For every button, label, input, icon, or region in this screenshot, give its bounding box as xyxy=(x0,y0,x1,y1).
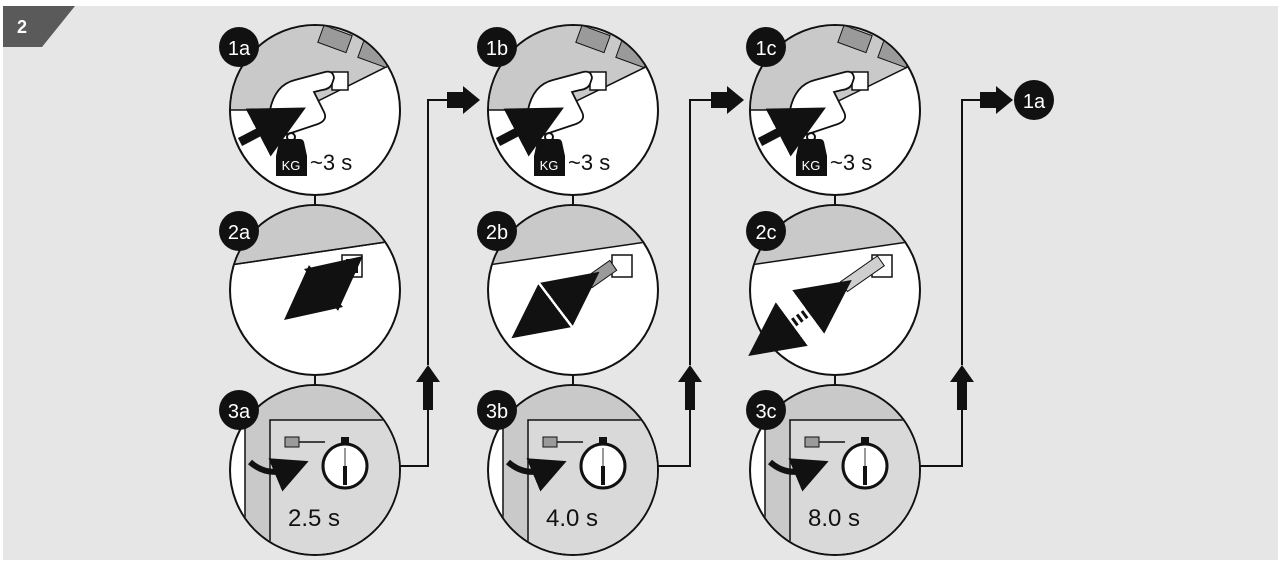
svg-text:2a: 2a xyxy=(228,222,251,244)
flow-arrow-icon xyxy=(980,86,1013,114)
svg-text:KG: KG xyxy=(540,158,559,173)
step-badge: 1c xyxy=(746,27,786,67)
pull-arrow-icon xyxy=(748,280,852,356)
kg-weight-icon: KG xyxy=(534,132,565,176)
svg-text:2b: 2b xyxy=(486,222,508,244)
push-arrow-icon xyxy=(237,107,306,157)
step-badge: 2c xyxy=(746,211,786,251)
wait-time: 4.0 s xyxy=(546,505,598,532)
svg-text:1c: 1c xyxy=(755,38,776,60)
rotate-arrow-icon xyxy=(248,458,309,492)
rotate-arrow-icon xyxy=(768,458,829,492)
flow-arrow-icon xyxy=(678,365,702,410)
svg-text:1a: 1a xyxy=(228,38,251,60)
step-pull-circle xyxy=(748,204,921,376)
svg-text:2c: 2c xyxy=(755,222,776,244)
column-c: KG ~3 s 1c 2c xyxy=(746,24,1054,556)
figure-number-tab xyxy=(3,6,75,47)
press-duration: ~3 s xyxy=(568,150,610,175)
step-badge: 2a xyxy=(219,211,259,251)
step-press-circle: KG ~3 s xyxy=(749,24,921,196)
step-pull-circle xyxy=(229,204,401,376)
step-badge: 3b xyxy=(477,390,517,430)
step-press-circle: KG ~3 s xyxy=(487,24,659,196)
flow-arrow-icon xyxy=(950,365,974,410)
appliance-panel xyxy=(751,26,919,111)
appliance-panel xyxy=(489,26,657,111)
step-badge: 3c xyxy=(746,390,786,430)
appliance-panel xyxy=(231,206,399,266)
appliance-panel xyxy=(231,26,399,111)
appliance-panel xyxy=(489,206,657,266)
flow-line xyxy=(961,99,980,365)
stopwatch-icon xyxy=(579,437,627,490)
appliance-panel xyxy=(751,206,919,266)
kg-weight-icon: KG xyxy=(796,132,827,176)
svg-text:3b: 3b xyxy=(486,401,508,423)
step-wait-circle: 8.0 s xyxy=(749,384,921,556)
step-pull-circle xyxy=(487,204,659,376)
push-arrow-icon xyxy=(757,107,826,157)
press-duration: ~3 s xyxy=(310,150,352,175)
column-b: KG ~3 s 1b 2b xyxy=(477,24,744,556)
svg-text:3c: 3c xyxy=(755,401,776,423)
svg-text:3a: 3a xyxy=(228,401,251,423)
door-button xyxy=(589,71,607,91)
kg-weight-icon: KG xyxy=(276,132,307,176)
step-badge: 3a xyxy=(219,390,259,430)
door-button xyxy=(611,254,633,278)
stopwatch-icon xyxy=(841,437,889,490)
loop-target-badge: 1a xyxy=(1014,80,1054,120)
wait-time: 8.0 s xyxy=(808,505,860,532)
svg-text:1a: 1a xyxy=(1023,91,1046,113)
door-button xyxy=(851,71,869,91)
svg-text:KG: KG xyxy=(802,158,821,173)
flow-arrow-icon xyxy=(416,365,440,410)
door-button xyxy=(331,71,349,91)
flow-arrow-icon xyxy=(447,86,480,114)
wait-time: 2.5 s xyxy=(288,505,340,532)
pull-arrow-icon xyxy=(284,255,363,321)
step-wait-circle: 2.5 s xyxy=(229,384,401,556)
step-badge: 2b xyxy=(477,211,517,251)
flow-line xyxy=(427,99,447,365)
stopwatch-icon xyxy=(321,437,369,490)
press-duration: ~3 s xyxy=(830,150,872,175)
svg-text:KG: KG xyxy=(282,158,301,173)
flow-line xyxy=(689,99,711,365)
push-arrow-icon xyxy=(495,107,564,157)
figure-number: 2 xyxy=(17,17,27,37)
step-badge: 1b xyxy=(477,27,517,67)
svg-text:1b: 1b xyxy=(486,38,508,60)
step-press-circle: KG ~3 s xyxy=(229,24,401,196)
flow-arrow-icon xyxy=(711,86,744,114)
rotate-arrow-icon xyxy=(506,458,567,492)
column-a: KG ~3 s 1a 2a xyxy=(219,24,480,556)
step-badge: 1a xyxy=(219,27,259,67)
